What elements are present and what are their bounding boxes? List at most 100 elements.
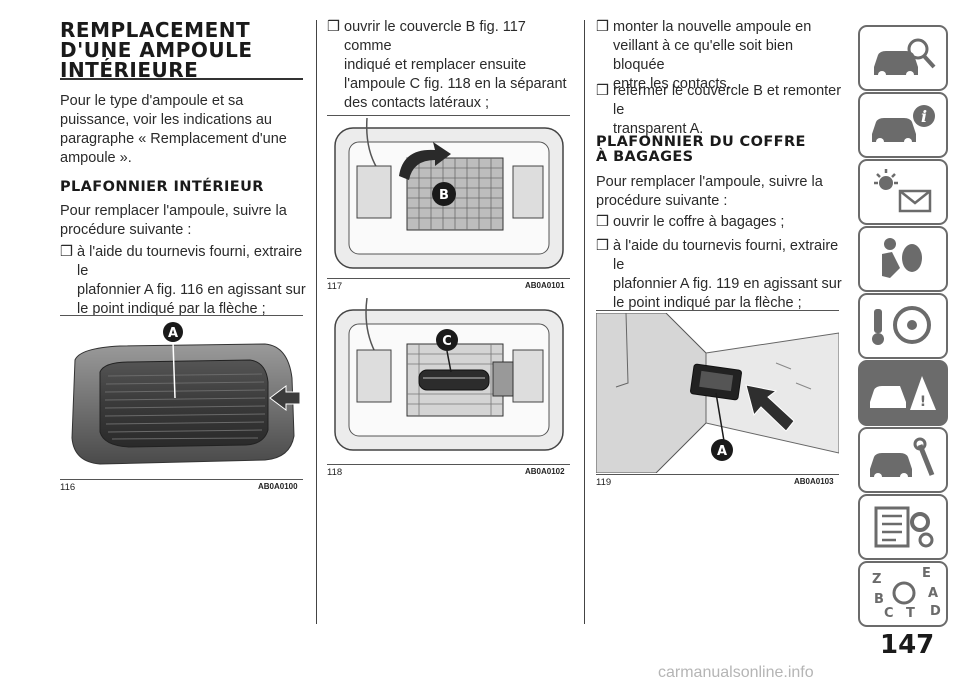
svg-text:E: E (922, 566, 931, 581)
bullet-item: ❒ouvrir le coffre à bagages ; (596, 213, 846, 232)
procedure-paragraph: Pour remplacer l'ampoule, suivre la proc… (596, 173, 846, 211)
text-line: paragraphe « Remplacement d'une (60, 131, 287, 147)
svg-text:B: B (874, 592, 884, 607)
subtitle-line: PLAFONNIER DU COFFRE (596, 134, 806, 150)
page-number: 147 (880, 630, 935, 660)
figure-code: AB0A0100 (258, 482, 298, 491)
figure-bottom-rule (596, 474, 839, 475)
svg-text:C: C (884, 606, 894, 621)
text-line: ouvrir le couvercle B fig. 117 comme (344, 19, 526, 54)
list-settings-icon (874, 506, 934, 548)
section-tab-maintenance[interactable] (858, 427, 948, 493)
figure-119-illustration: A (596, 313, 839, 473)
figure-code: AB0A0102 (525, 467, 565, 476)
bullet-item: ❒à l'aide du tournevis fourni, extraire … (60, 243, 310, 319)
figure-number: 117 (327, 281, 343, 292)
text-line: transparent A. (613, 121, 704, 137)
figure-116-illustration: A (71, 322, 301, 465)
section-tab-technical-data[interactable] (858, 494, 948, 560)
car-tools-icon (870, 437, 935, 481)
steering-key-icon (872, 306, 931, 345)
title-line: D'UNE AMPOULE (60, 38, 253, 62)
bullet-item: ❒ouvrir le couvercle B fig. 117 comme in… (327, 18, 577, 113)
bullet-item: ❒à l'aide du tournevis fourni, extraire … (596, 237, 846, 313)
car-search-icon (874, 38, 936, 79)
figure-top-rule (596, 310, 839, 311)
section-tab-car-info[interactable]: i (858, 92, 948, 158)
text-line: ouvrir le coffre à bagages ; (613, 214, 785, 230)
light-message-icon (874, 169, 932, 213)
title-line: REMPLACEMENT (60, 18, 251, 42)
text-line: entre les contacts. (613, 76, 731, 92)
text-line: Pour le type d'ampoule et sa (60, 93, 244, 109)
figure-top-rule (60, 315, 303, 316)
car-warning-icon: ! (870, 376, 936, 410)
svg-text:A: A (928, 586, 938, 601)
text-line: veillant à ce qu'elle soit bien bloquée (613, 38, 794, 73)
figure-label-a: A (168, 326, 178, 341)
section-tab-lights-messages[interactable] (858, 159, 948, 225)
bullet-item: ❒refermer le couvercle B et remonter le … (596, 82, 846, 139)
checkbox-bullet-icon: ❒ (596, 83, 609, 99)
text-line: le point indiqué par la flèche ; (77, 301, 266, 317)
checkbox-bullet-icon: ❒ (327, 19, 340, 35)
section-title: REMPLACEMENT D'UNE AMPOULE INTÉRIEURE (60, 20, 305, 80)
checkbox-bullet-icon: ❒ (596, 214, 609, 230)
figure-top-rule (327, 115, 570, 116)
figure-number: 118 (327, 467, 343, 478)
figure-number: 119 (596, 477, 612, 488)
car-info-icon: i (872, 105, 935, 146)
text-line: ampoule ». (60, 150, 132, 166)
figure-label-a: A (717, 444, 727, 459)
section-tab-driving[interactable] (858, 293, 948, 359)
text-line: à l'aide du tournevis fourni, extraire l… (613, 238, 839, 273)
checkbox-bullet-icon: ❒ (596, 238, 609, 254)
section-tab-safety[interactable] (858, 226, 948, 292)
airbag-seat-icon (882, 238, 922, 278)
svg-text:T: T (906, 606, 915, 621)
section-tab-car-search[interactable] (858, 25, 948, 91)
text-line: des contacts latéraux ; (344, 95, 490, 111)
checkbox-bullet-icon: ❒ (596, 19, 609, 35)
figure-code: AB0A0101 (525, 281, 565, 290)
text-line: plafonnier A fig. 119 en agissant sur (613, 276, 842, 292)
checkbox-bullet-icon: ❒ (60, 244, 73, 260)
text-line: Pour remplacer l'ampoule, suivre la (60, 203, 287, 219)
text-line: indiqué et remplacer ensuite (344, 57, 527, 73)
figure-label-c: C (442, 334, 452, 349)
title-underline (60, 78, 303, 80)
figure-label-b: B (439, 188, 449, 203)
column-divider (316, 20, 317, 624)
text-line: procédure suivante : (596, 193, 728, 209)
text-line: monter la nouvelle ampoule en (613, 19, 812, 35)
svg-text:Z: Z (872, 572, 881, 587)
subtitle-plafonnier-coffre: PLAFONNIER DU COFFRE À BAGAGES (596, 135, 846, 165)
figure-bottom-rule (60, 479, 303, 480)
text-line: refermer le couvercle B et remonter le (613, 83, 842, 118)
text-line: Pour remplacer l'ampoule, suivre la (596, 174, 823, 190)
svg-text:!: ! (920, 394, 926, 410)
text-line: plafonnier A fig. 116 en agissant sur (77, 282, 306, 298)
section-tab-emergency[interactable]: ! (858, 360, 948, 426)
title-line: INTÉRIEURE (60, 58, 199, 82)
svg-text:i: i (921, 107, 927, 126)
intro-paragraph: Pour le type d'ampoule et sa puissance, … (60, 92, 310, 168)
column-divider (584, 20, 585, 624)
subtitle-plafonnier-interieur: PLAFONNIER INTÉRIEUR (60, 179, 264, 195)
figure-bottom-rule (327, 278, 570, 279)
figure-117-illustration: B (334, 118, 564, 269)
figure-bottom-rule (327, 464, 570, 465)
text-line: le point indiqué par la flèche ; (613, 295, 802, 311)
text-line: puissance, voir les indications au (60, 112, 272, 128)
subtitle-line: À BAGAGES (596, 149, 694, 165)
procedure-paragraph: Pour remplacer l'ampoule, suivre la proc… (60, 202, 310, 240)
text-line: l'ampoule C fig. 118 en la séparant (344, 76, 567, 92)
bullet-item: ❒monter la nouvelle ampoule en veillant … (596, 18, 846, 94)
figure-code: AB0A0103 (794, 477, 834, 486)
text-line: à l'aide du tournevis fourni, extraire l… (77, 244, 303, 279)
svg-text:D: D (930, 604, 941, 619)
watermark: carmanualsonline.info (658, 664, 814, 681)
text-line: procédure suivante : (60, 222, 192, 238)
